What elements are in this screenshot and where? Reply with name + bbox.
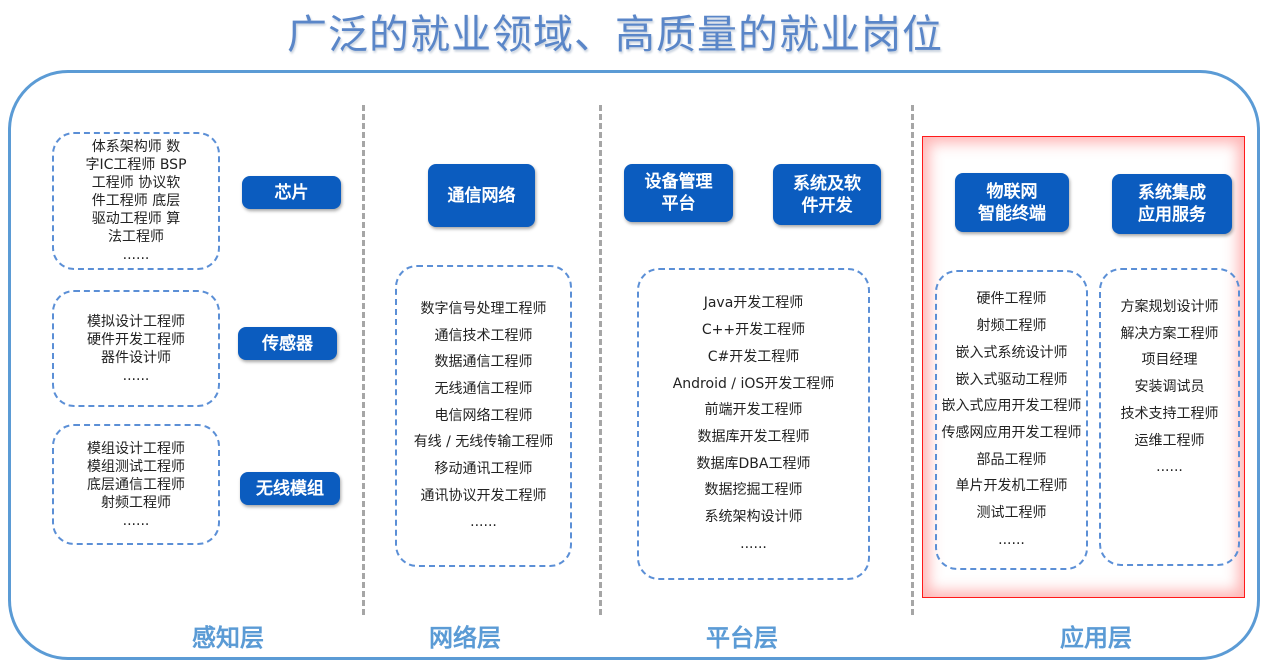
job-title: 工程师 协议软: [91, 175, 181, 191]
layer-label-perception: 感知层: [192, 624, 264, 652]
job-title: ......: [998, 531, 1025, 548]
job-title: C#开发工程师: [707, 348, 800, 365]
iot-terminal-button[interactable]: 物联网 智能终端: [955, 173, 1069, 232]
job-title: 传感网应用开发工程师: [941, 425, 1082, 441]
job-title: 数据库DBA工程师: [696, 455, 811, 472]
system-integration-button[interactable]: 系统集成 应用服务: [1112, 174, 1232, 234]
job-title: 模组设计工程师: [87, 440, 185, 457]
job-title: 项目经理: [1141, 352, 1198, 369]
job-title: 射频工程师: [101, 494, 171, 511]
job-title: 移动通讯工程师: [434, 461, 533, 478]
job-title: Android / iOS开发工程师: [672, 375, 835, 392]
job-title: 无线通信工程师: [434, 380, 533, 397]
job-title: ......: [122, 247, 150, 263]
job-title: 模组测试工程师: [87, 458, 185, 475]
layer-label-application: 应用层: [1060, 624, 1132, 652]
sensor-jobs-box: 模拟设计工程师硬件开发工程师器件设计师......: [52, 290, 220, 407]
application-highlight: [922, 136, 1245, 598]
iot-jobs-box: 硬件工程师射频工程师嵌入式系统设计师嵌入式驱动工程师嵌入式应用开发工程师传感网应…: [935, 270, 1088, 570]
job-title: ......: [1156, 459, 1183, 476]
job-title: 运维工程师: [1134, 432, 1205, 449]
job-title: 前端开发工程师: [704, 402, 803, 419]
job-title: 件工程师 底层: [91, 193, 181, 209]
job-title: Java开发工程师: [703, 295, 804, 312]
job-title: ......: [122, 367, 150, 384]
job-title: 测试工程师: [976, 505, 1047, 522]
layer-label-platform: 平台层: [706, 624, 778, 652]
wireless-module-jobs-box: 模组设计工程师模组测试工程师底层通信工程师射频工程师......: [52, 424, 220, 545]
job-title: C++开发工程师: [701, 322, 806, 339]
layer-divider: [362, 105, 365, 615]
job-title: 数据挖掘工程师: [704, 482, 803, 499]
job-title: 嵌入式系统设计师: [955, 344, 1068, 361]
job-title: 模拟设计工程师: [87, 313, 185, 330]
layer-divider: [599, 105, 602, 615]
job-title: ......: [122, 512, 150, 529]
integration-jobs-box: 方案规划设计师解决方案工程师项目经理安装调试员技术支持工程师运维工程师.....…: [1099, 268, 1240, 566]
job-title: ......: [740, 535, 767, 552]
device-management-platform-button[interactable]: 设备管理 平台: [624, 164, 733, 222]
platform-jobs-box: Java开发工程师 C++开发工程师 C#开发工程师 Android / iOS开发工…: [637, 268, 870, 580]
job-title: 方案规划设计师: [1120, 299, 1219, 315]
wireless-module-button[interactable]: 无线模组: [240, 472, 340, 505]
sensor-button[interactable]: 传感器: [238, 327, 337, 360]
chip-button[interactable]: 芯片: [242, 176, 341, 209]
job-title: 单片开发机工程师: [955, 478, 1068, 495]
chip-jobs-box: 体系架构师 数字IC工程师 BSP 工程师 协议软件工程师 底层驱动工程师 算法工…: [52, 132, 220, 270]
network-jobs-box: 数字信号处理工程师通信技术工程师数据通信工程师无线通信工程师电信网络工程师有线 …: [395, 265, 572, 567]
job-title: ......: [470, 514, 497, 531]
job-title: 法工程师: [108, 229, 164, 245]
job-title: 有线 / 无线传输工程师: [413, 434, 554, 451]
job-title: 数据通信工程师: [434, 354, 533, 371]
job-title: 硬件工程师: [976, 291, 1047, 308]
layers-frame: [8, 70, 1260, 660]
job-title: 通信技术工程师: [434, 327, 533, 344]
layer-divider: [911, 105, 914, 615]
layer-label-network: 网络层: [429, 624, 501, 652]
job-title: 安装调试员: [1134, 379, 1205, 396]
job-title: 电信网络工程师: [434, 407, 533, 424]
job-title: 部品工程师: [976, 451, 1047, 468]
job-title: 数据库开发工程师: [697, 429, 810, 445]
job-title: 字IC工程师 BSP: [85, 157, 187, 173]
job-title: 数字信号处理工程师: [420, 300, 547, 317]
job-title: 硬件开发工程师: [87, 331, 185, 348]
job-title: 底层通信工程师: [87, 476, 185, 493]
job-title: 驱动工程师 算: [91, 211, 181, 227]
slide-title: 广泛的就业领域、高质量的就业岗位: [287, 12, 943, 58]
job-title: 系统架构设计师: [704, 509, 803, 526]
job-title: 射频工程师: [976, 318, 1047, 335]
job-title: 体系架构师 数: [91, 139, 181, 155]
job-title: 器件设计师: [101, 349, 171, 366]
communication-network-button[interactable]: 通信网络: [428, 164, 535, 227]
job-title: 技术支持工程师: [1120, 405, 1219, 422]
job-title: 嵌入式驱动工程师: [955, 371, 1068, 388]
job-title: 解决方案工程师: [1120, 325, 1219, 342]
job-title: 嵌入式应用开发工程师: [941, 398, 1082, 415]
system-software-dev-button[interactable]: 系统及软 件开发: [773, 164, 881, 225]
job-title: 通讯协议开发工程师: [420, 487, 547, 504]
